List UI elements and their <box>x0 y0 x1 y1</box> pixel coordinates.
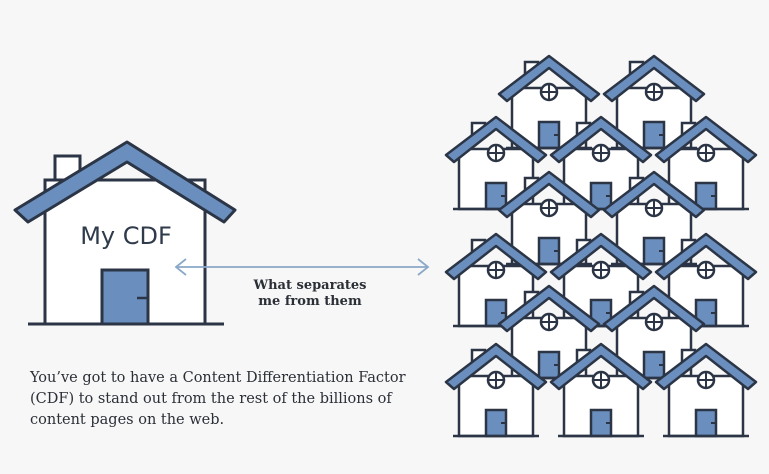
house-crowd <box>444 54 758 438</box>
caption-text: You’ve got to have a Content Differentia… <box>30 370 406 428</box>
big-house: My CDF <box>13 140 237 326</box>
arrow-head-right <box>417 258 430 276</box>
arrow-head-left <box>174 258 187 276</box>
arrow-label-line-1: What separates <box>253 278 367 293</box>
house-label: My CDF <box>80 222 172 250</box>
arrow-label-line-2: me from them <box>258 294 362 309</box>
roof <box>13 140 237 224</box>
double-arrow <box>174 258 430 276</box>
